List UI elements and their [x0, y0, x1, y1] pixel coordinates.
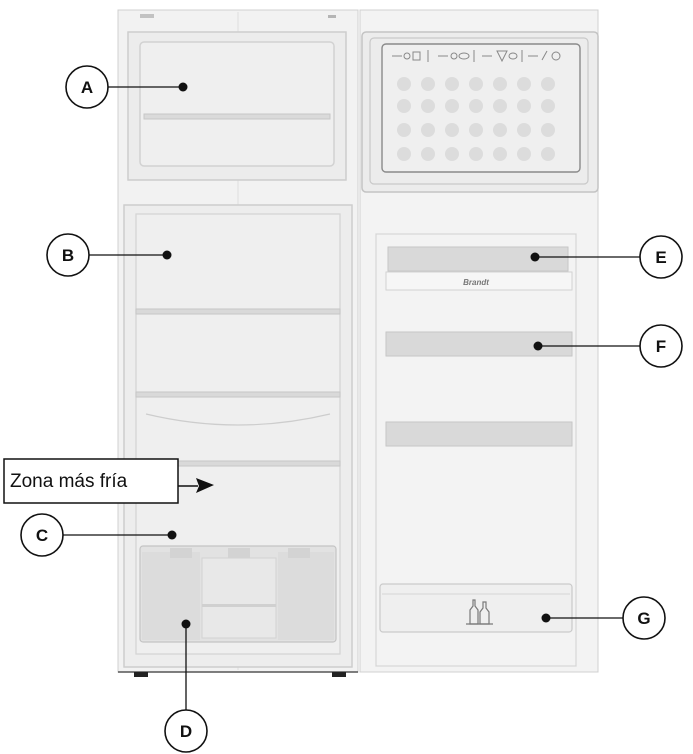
freezer-compartment [127, 31, 347, 181]
door-balcony-f [385, 331, 573, 357]
callout-f: F [533, 324, 683, 368]
callout-e: E [530, 235, 683, 279]
drawer-center-panel [201, 557, 277, 639]
drawer-tab-2 [228, 548, 250, 558]
fridge-shelf-2 [135, 391, 341, 398]
callout-d: D [164, 619, 208, 753]
callout-a: A [65, 65, 188, 109]
top-indicator-mark [328, 15, 336, 18]
fridge-body [117, 9, 359, 677]
label-e: E [655, 248, 666, 267]
fridge-compartment [123, 204, 353, 668]
freezer-symbols [392, 50, 561, 63]
fridge-shelf-1 [135, 308, 341, 315]
label-c: C [36, 526, 48, 545]
freezer-shelf [143, 113, 331, 120]
fridge-door: Brandt [359, 9, 599, 673]
freezer-door-panel [361, 31, 599, 193]
label-d: D [180, 722, 192, 741]
door-balcony-e [387, 246, 569, 272]
coldest-zone-box [3, 458, 179, 504]
callout-g: G [541, 596, 666, 640]
foot-left [134, 672, 148, 677]
drawer-divider [202, 604, 276, 607]
drawer-right-panel [278, 552, 334, 640]
drawer-left-panel [142, 552, 200, 640]
brand-plate [385, 271, 573, 291]
callout-b: B [46, 233, 172, 277]
drawer-tab-1 [170, 548, 192, 558]
coldest-zone-callout: Zona más fría [3, 458, 214, 504]
coldest-zone-label: Zona más fría [10, 471, 128, 492]
label-b: B [62, 246, 74, 265]
label-f: F [656, 337, 666, 356]
egg-tray-cups [397, 77, 555, 161]
top-logo-mark [140, 14, 154, 18]
door-balcony-3 [385, 421, 573, 447]
coldest-zone-arrow-head [196, 478, 214, 493]
vegetable-cover-curve [145, 413, 331, 426]
door-tray-frame-mid [369, 37, 589, 185]
callout-c: C [20, 513, 177, 557]
label-g: G [637, 609, 650, 628]
brand-logo: Brandt [463, 278, 489, 287]
foot-right [332, 672, 346, 677]
drawer-tab-3 [288, 548, 310, 558]
freezer-inner [139, 41, 335, 167]
bottle-icon [466, 599, 493, 625]
label-a: A [81, 78, 93, 97]
door-inner-area [375, 233, 577, 667]
crisper-drawer [139, 545, 337, 643]
